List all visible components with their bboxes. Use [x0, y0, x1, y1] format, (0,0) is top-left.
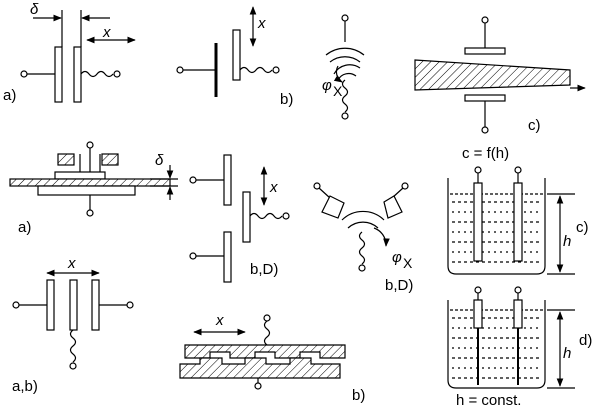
sensor-plate-slide-b [176, 6, 280, 97]
label-c-2: c) [576, 219, 589, 236]
x-label-3: x [269, 179, 278, 196]
h-label-2: h [563, 345, 571, 362]
phi-subscript-1: X [333, 83, 343, 99]
x-label-1: x [102, 24, 111, 41]
capacitance-formula: c = f(h) [462, 145, 509, 162]
h-label-1: h [563, 233, 571, 250]
sensor-membrane-a [9, 141, 178, 217]
sensor-level-electrodes-c [447, 166, 575, 275]
x-label-2: x [257, 15, 266, 32]
label-ab: a,b) [12, 378, 38, 395]
sensor-plate-gap-a [20, 10, 136, 103]
phi-label-1: φ [322, 77, 332, 94]
delta-label-top: δ [30, 1, 39, 18]
label-bD-2: b,D) [385, 277, 413, 294]
label-a-1: a) [3, 87, 16, 104]
sensor-level-electrodes-d [447, 286, 575, 389]
x-label-5: x [215, 312, 224, 329]
label-bD-1: b,D) [250, 261, 278, 278]
delta-label-membrane: δ [155, 152, 164, 169]
sensor-three-plate-ab [12, 269, 134, 370]
sensor-differential-slide-bD [189, 154, 290, 283]
label-b-2: b) [352, 387, 365, 404]
h-const-label: h = const. [456, 392, 521, 409]
sensor-differential-rotary-bD [313, 182, 409, 272]
label-c-1: c) [528, 117, 541, 134]
phi-subscript-2: X [403, 255, 413, 271]
x-label-4: x [67, 255, 76, 272]
phi-label-2: φ [392, 249, 402, 266]
label-d: d) [579, 332, 592, 349]
sensor-comb-plates-b [179, 314, 346, 390]
label-a-2: a) [18, 219, 31, 236]
sensor-rotary-arc [325, 14, 365, 120]
label-b-1: b) [280, 91, 293, 108]
sensor-dielectric-wedge-c [414, 16, 586, 134]
